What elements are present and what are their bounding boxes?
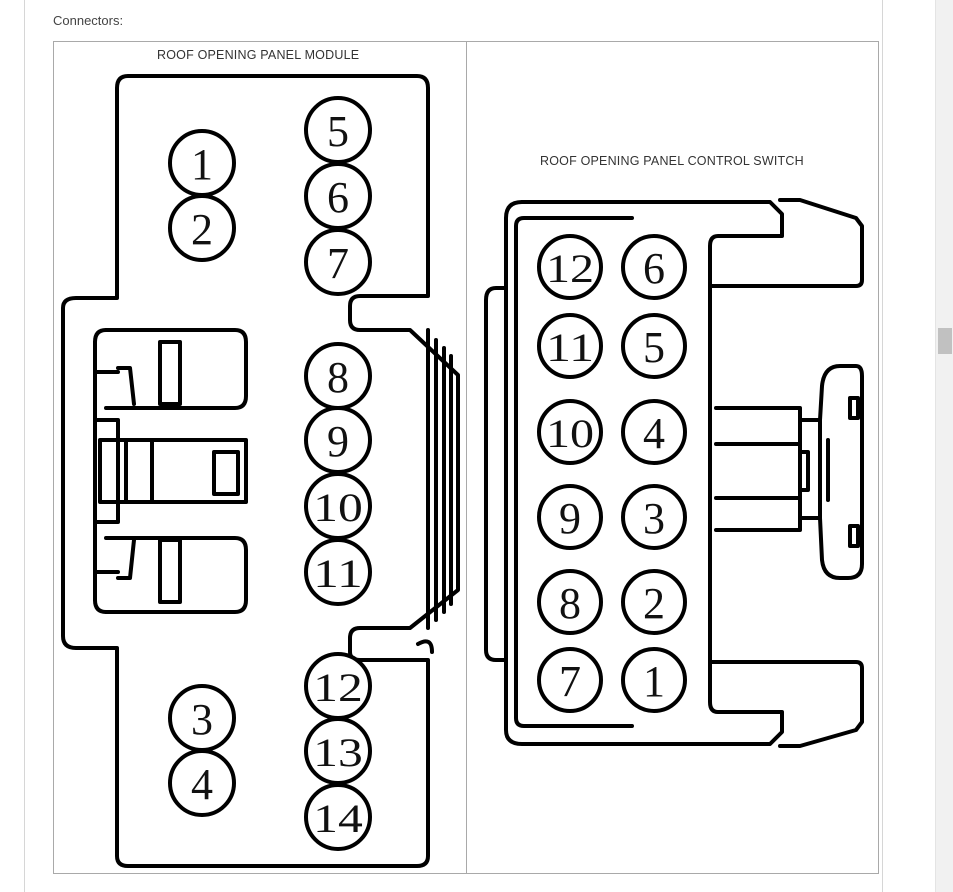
module-pin-3: 3 — [168, 684, 236, 752]
module-connector-title: ROOF OPENING PANEL MODULE — [157, 48, 360, 62]
switch-pin-label: 1 — [643, 657, 665, 706]
module-pin-14: 14 — [304, 783, 372, 851]
module-pin-circle — [168, 194, 236, 262]
switch-pin-circle — [537, 647, 603, 713]
left-gutter — [0, 0, 25, 892]
switch-pin-label: 10 — [546, 411, 594, 456]
module-pin-label: 13 — [313, 730, 363, 775]
module-pin-label: 14 — [313, 796, 363, 841]
switch-pin-3: 3 — [621, 484, 687, 550]
switch-pin-circle — [621, 484, 687, 550]
switch-pin-circle — [537, 313, 603, 379]
module-pin-label: 8 — [327, 353, 349, 402]
switch-pin-label: 5 — [643, 323, 665, 372]
module-pin-label: 10 — [313, 485, 363, 530]
module-pin-label: 9 — [327, 417, 349, 466]
module-pin-label: 3 — [191, 695, 213, 744]
connector-table: ROOF OPENING PANEL MODULE ROOF OPENING P… — [53, 41, 879, 874]
switch-pin-circle — [537, 234, 603, 300]
module-pin-circle — [304, 783, 372, 851]
module-pin-circle — [304, 228, 372, 296]
switch-pin-circle — [621, 647, 687, 713]
section-label: Connectors: — [53, 13, 124, 28]
switch-pin-2: 2 — [621, 569, 687, 635]
switch-pin-label: 12 — [546, 246, 594, 291]
module-pin-7: 7 — [304, 228, 372, 296]
module-pin-circle — [168, 749, 236, 817]
scrollbar-thumb[interactable] — [938, 328, 952, 354]
switch-pin-8: 8 — [537, 569, 603, 635]
switch-pin-circle — [537, 484, 603, 550]
switch-pin-circle — [621, 313, 687, 379]
switch-pin-5: 5 — [621, 313, 687, 379]
switch-pin-label: 4 — [643, 409, 665, 458]
switch-connector-title: ROOF OPENING PANEL CONTROL SWITCH — [540, 154, 804, 168]
switch-pin-6: 6 — [621, 234, 687, 300]
module-pin-label: 1 — [191, 140, 213, 189]
module-pin-circle — [304, 538, 372, 606]
switch-pin-label: 2 — [643, 579, 665, 628]
vertical-scrollbar[interactable] — [935, 0, 953, 892]
module-pin-4: 4 — [168, 749, 236, 817]
switch-pin-label: 8 — [559, 579, 581, 628]
switch-pin-circle — [537, 399, 603, 465]
module-pin-8: 8 — [304, 342, 372, 410]
switch-pin-12: 12 — [537, 234, 603, 300]
module-pin-label: 2 — [191, 205, 213, 254]
module-pin-label: 6 — [327, 173, 349, 222]
table-divider — [466, 42, 467, 873]
module-pin-label: 5 — [327, 107, 349, 156]
switch-pin-circle — [621, 234, 687, 300]
module-pin-label: 11 — [313, 551, 363, 596]
switch-pin-label: 3 — [643, 494, 665, 543]
switch-pin-9: 9 — [537, 484, 603, 550]
switch-pin-circle — [621, 399, 687, 465]
switch-pin-10: 10 — [537, 399, 603, 465]
switch-pin-7: 7 — [537, 647, 603, 713]
switch-pin-label: 9 — [559, 494, 581, 543]
module-pin-label: 4 — [191, 760, 213, 809]
switch-pin-4: 4 — [621, 399, 687, 465]
content-border — [882, 0, 883, 892]
switch-pin-1: 1 — [621, 647, 687, 713]
switch-pin-circle — [621, 569, 687, 635]
switch-pin-circle — [537, 569, 603, 635]
module-pin-11: 11 — [304, 538, 372, 606]
module-pin-label: 12 — [313, 665, 363, 710]
module-pin-2: 2 — [168, 194, 236, 262]
switch-pin-11: 11 — [537, 313, 603, 379]
switch-pin-label: 7 — [559, 657, 581, 706]
switch-pin-label: 11 — [546, 325, 594, 370]
module-pin-label: 7 — [327, 239, 349, 288]
switch-pin-label: 6 — [643, 244, 665, 293]
